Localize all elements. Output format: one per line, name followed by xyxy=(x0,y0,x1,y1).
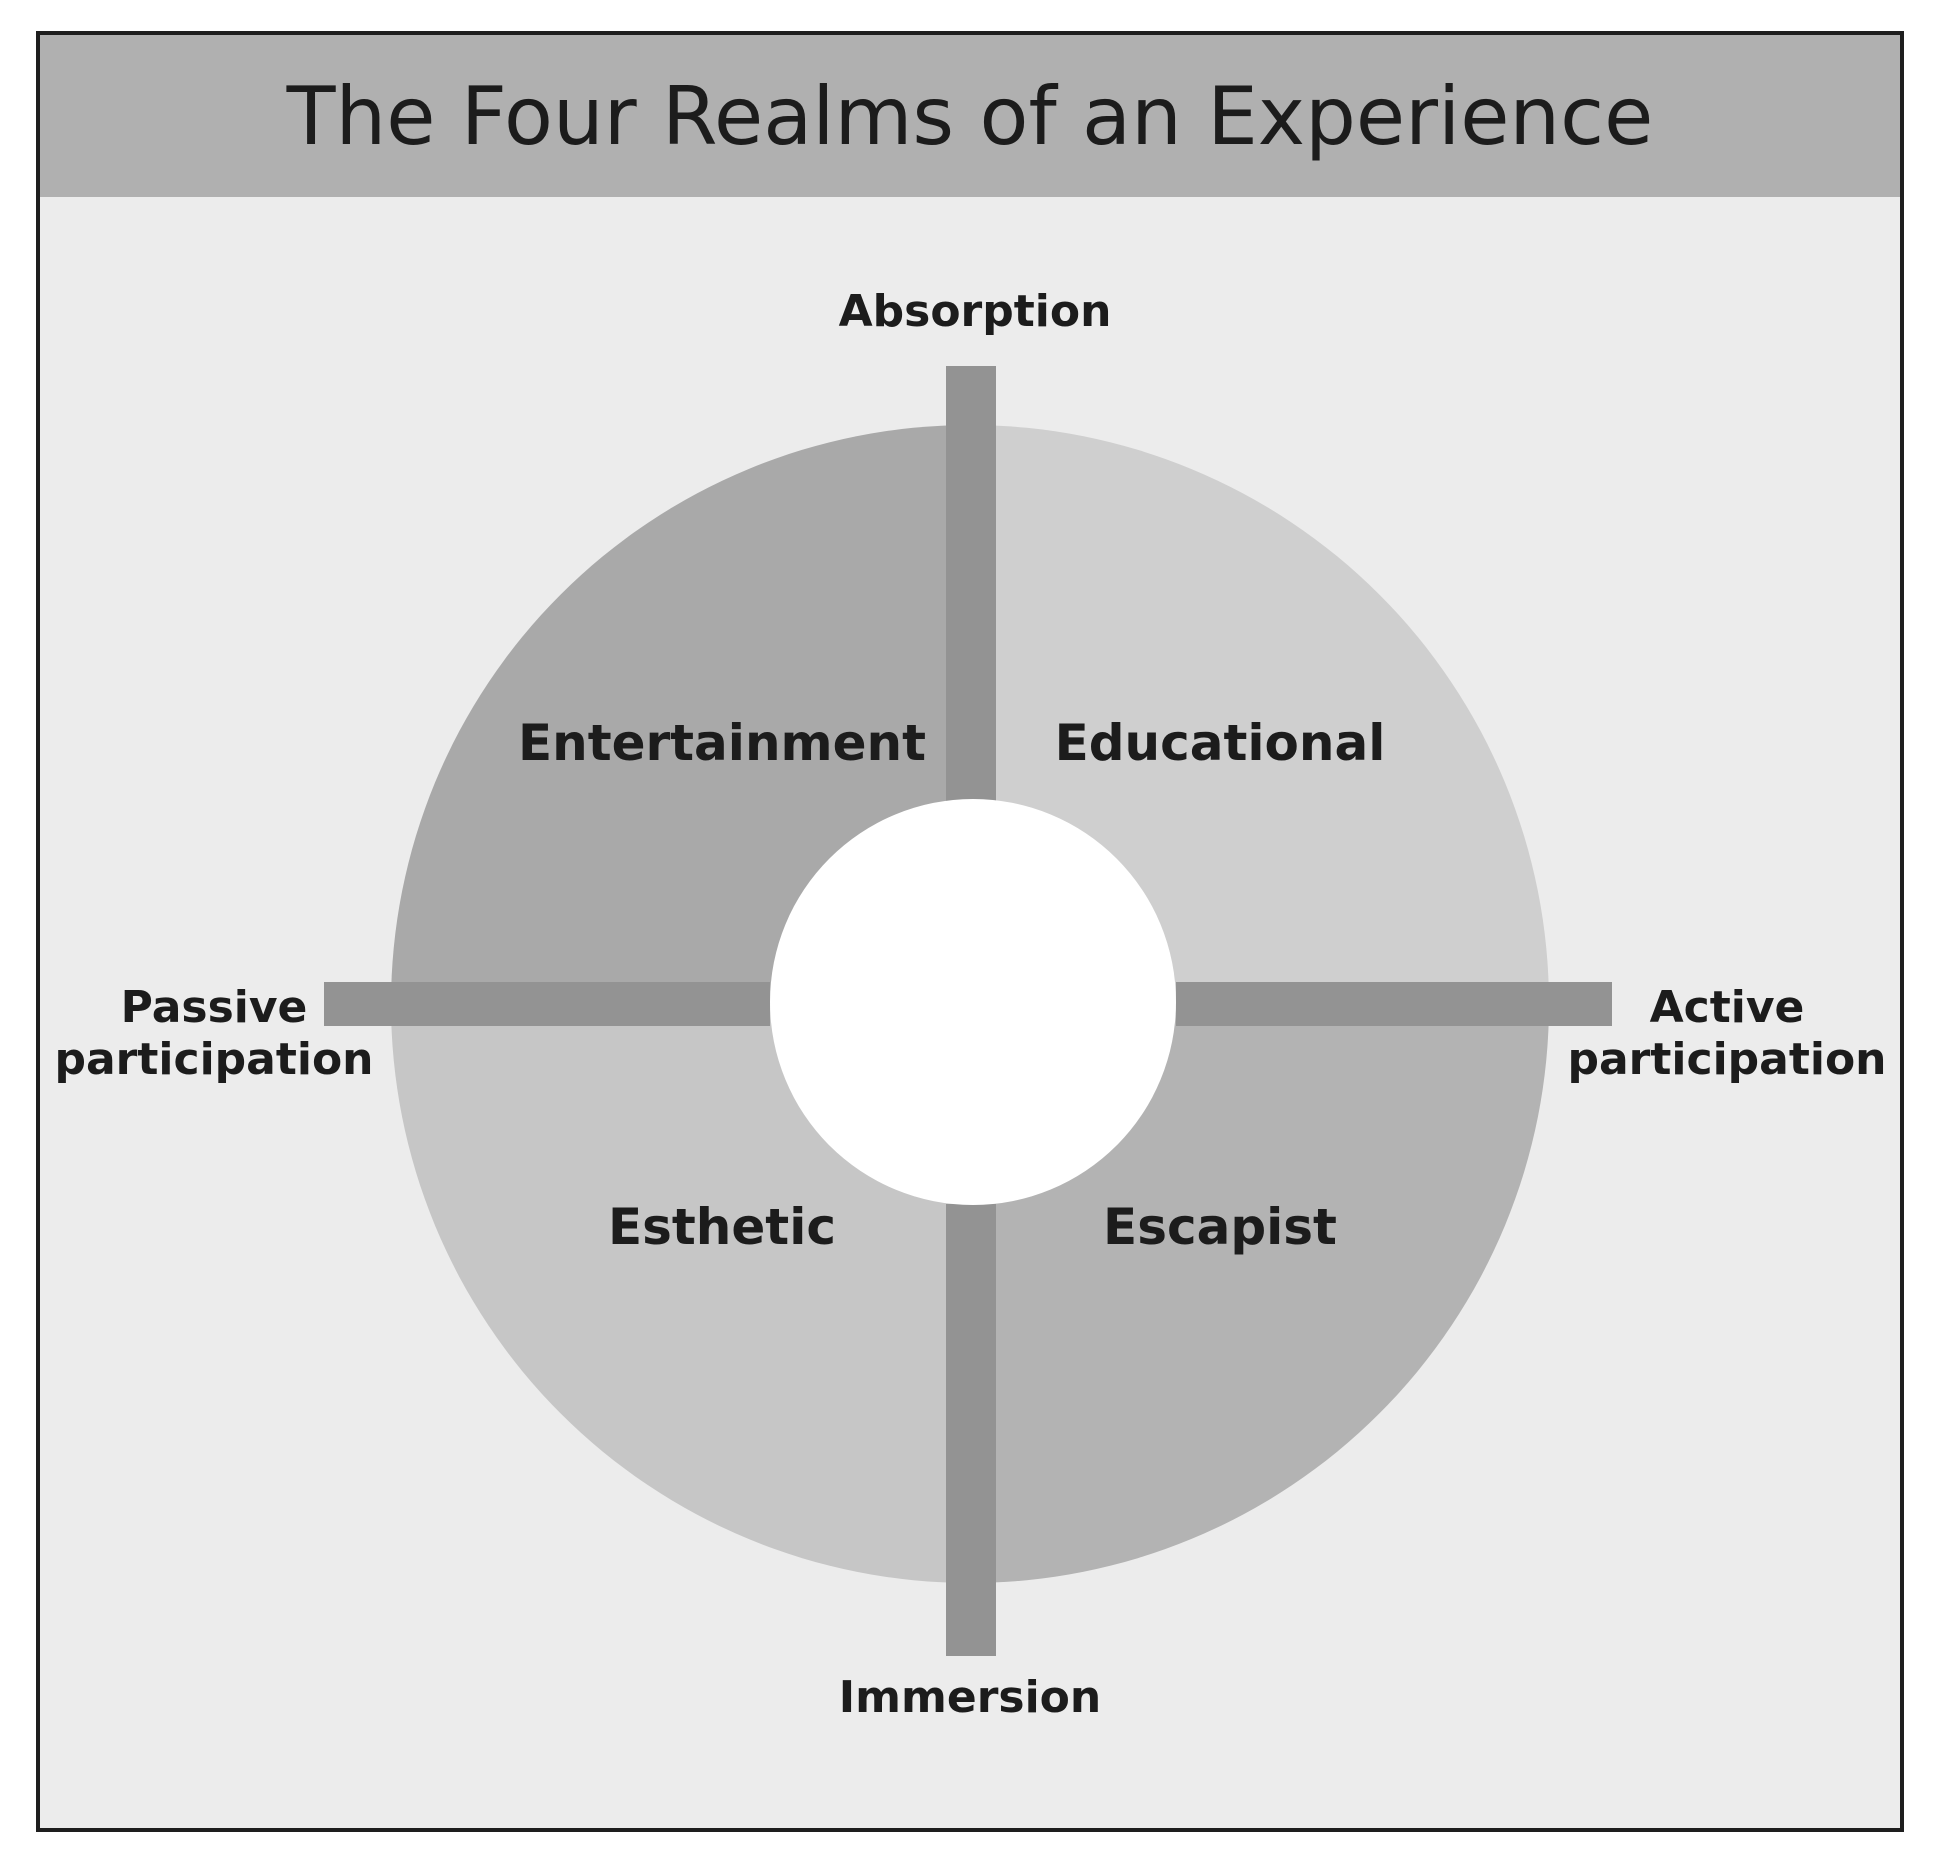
quadrant-entertainment xyxy=(391,425,970,1004)
realm-label-educational: Educational xyxy=(1055,714,1386,772)
realm-label-escapist: Escapist xyxy=(1103,1198,1337,1256)
realm-label-esthetic: Esthetic xyxy=(608,1198,836,1256)
title-bar: The Four Realms of an Experience xyxy=(40,35,1900,197)
center-circle xyxy=(770,799,1176,1205)
diagram-title: The Four Realms of an Experience xyxy=(286,69,1654,163)
realm-label-entertainment: Entertainment xyxy=(518,714,926,772)
axis-bar-top xyxy=(946,366,996,804)
axis-label-passive-line1: Passive xyxy=(121,982,308,1033)
quadrant-esthetic xyxy=(391,1004,970,1583)
axis-label-absorption: Absorption xyxy=(839,286,1112,337)
axis-bar-left xyxy=(324,982,770,1026)
axis-bar-right xyxy=(1176,982,1612,1026)
axis-label-active-line1: Active xyxy=(1650,982,1805,1033)
axis-label-immersion: Immersion xyxy=(839,1672,1101,1723)
axis-label-passive-line2: participation xyxy=(54,1034,373,1085)
quadrant-escapist xyxy=(970,1004,1549,1583)
axis-label-active-line2: participation xyxy=(1567,1034,1886,1085)
axis-bar-bottom xyxy=(946,1204,996,1656)
